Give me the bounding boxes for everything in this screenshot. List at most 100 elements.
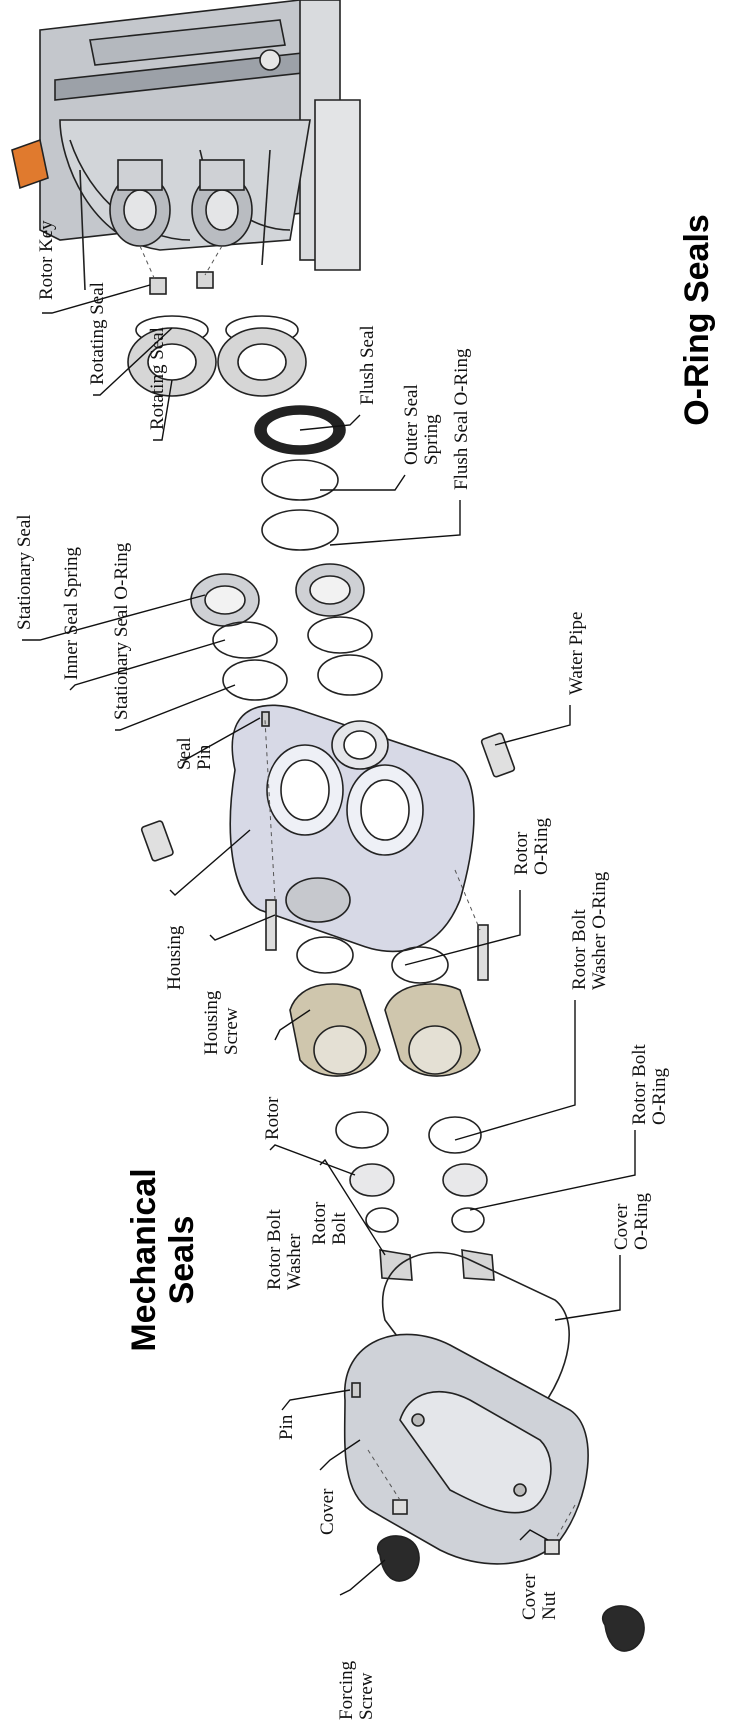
label-rotor-oring: Rotor O-Ring <box>511 818 552 876</box>
housing-screw-right <box>477 924 489 981</box>
leader-lines <box>22 284 636 1596</box>
stud-left <box>79 169 86 291</box>
inner-seal-spring-left <box>212 621 278 659</box>
label-cover-oring: Cover O-Ring <box>611 1193 652 1251</box>
label-rotor: Rotor <box>262 1096 283 1140</box>
label-rotor-bolt-line-2: Bolt <box>329 1212 350 1245</box>
stationary-seal-oring-right <box>317 654 383 696</box>
label-seal-pin-line-1: Seal <box>174 737 195 770</box>
cover-nut-left <box>392 1499 408 1515</box>
label-flush-seal: Flush Seal <box>357 325 378 405</box>
label-stationary-seal-oring-line-1: Stationary Seal O-Ring <box>111 542 132 720</box>
label-rotor-line-1: Rotor <box>262 1096 283 1140</box>
housing-dowel <box>140 820 174 862</box>
label-rotating-seal-1: Rotating Seal <box>87 282 108 385</box>
label-cover-line-1: Cover <box>317 1488 338 1535</box>
label-cover-oring-line-2: O-Ring <box>631 1193 652 1251</box>
rotor-left <box>289 983 381 1077</box>
rotor-bolt-oring-left <box>365 1207 399 1233</box>
label-inner-seal-spring-line-1: Inner Seal Spring <box>61 547 82 680</box>
label-seal-pin: Seal Pin <box>174 737 215 770</box>
label-rotor-bolt-washer: Rotor Bolt Washer <box>264 1209 305 1290</box>
label-flush-seal-line-1: Flush Seal <box>357 325 378 405</box>
label-rotor-bolt: Rotor Bolt <box>309 1201 350 1245</box>
rotor-bolt-washer-oring-left <box>335 1111 389 1149</box>
label-pin: Pin <box>276 1414 297 1440</box>
label-rotor-bolt-line-1: Rotor <box>309 1201 330 1245</box>
water-pipe-part <box>480 732 516 778</box>
label-stationary-seal-oring: Stationary Seal O-Ring <box>111 542 132 720</box>
label-rotor-bolt-washer-oring: Rotor Bolt Washer O-Ring <box>569 871 610 990</box>
outer-seal-spring <box>261 459 339 501</box>
housing-screw-part <box>265 899 277 951</box>
pin-part <box>351 1382 361 1398</box>
label-rotor-key: Rotor Key <box>36 220 57 300</box>
rotor-right <box>384 983 481 1077</box>
label-forcing-screw: Forcing Screw <box>336 1660 377 1720</box>
heading-oring-line-1: O-Ring Seals <box>678 214 716 426</box>
label-housing-screw: Housing Screw <box>201 990 242 1055</box>
rotor-bolt-washer-left <box>349 1163 395 1197</box>
label-flush-seal-oring: Flush Seal O-Ring <box>451 348 472 490</box>
rotor-key-left <box>149 277 167 295</box>
heading-oring-seals: O-Ring Seals <box>678 214 716 426</box>
rotor-bolt-washer-oring-right <box>428 1116 482 1154</box>
heading-mechanical-line-1: Mechanical <box>125 1168 163 1351</box>
label-rotor-bolt-oring-line-1: Rotor Bolt <box>629 1044 650 1125</box>
label-rotor-oring-line-1: Rotor <box>511 831 532 875</box>
rotor-bolt-right <box>461 1249 495 1281</box>
label-housing-screw-line-2: Screw <box>221 1007 242 1055</box>
label-outer-seal-spring: Outer Seal Spring <box>401 384 442 465</box>
label-rotor-bolt-washer-oring-line-1: Rotor Bolt <box>569 909 590 990</box>
inner-seal-spring-right <box>307 616 373 654</box>
label-cover-nut: Cover Nut <box>519 1573 560 1620</box>
label-seal-pin-line-2: Pin <box>194 744 215 770</box>
label-cover-oring-line-1: Cover <box>611 1203 632 1250</box>
label-rotor-bolt-oring: Rotor Bolt O-Ring <box>629 1044 670 1125</box>
label-rotor-bolt-washer-line-2: Washer <box>284 1233 305 1290</box>
forcing-screw-left <box>377 1535 420 1582</box>
label-flush-seal-oring-line-1: Flush Seal O-Ring <box>451 348 472 490</box>
shaft-right <box>191 159 253 247</box>
label-pin-line-1: Pin <box>276 1414 297 1440</box>
rotor-key-right <box>196 271 214 289</box>
label-stationary-seal: Stationary Seal <box>14 514 35 630</box>
orange-cap <box>11 138 49 190</box>
label-housing: Housing <box>164 925 185 990</box>
cover-nut-right <box>544 1539 560 1555</box>
label-rotor-bolt-washer-oring-line-2: Washer O-Ring <box>589 871 610 990</box>
label-forcing-screw-line-1: Forcing <box>336 1660 357 1720</box>
label-water-pipe: Water Pipe <box>566 612 587 695</box>
heading-mechanical-seals: Mechanical Seals <box>125 1168 201 1351</box>
heading-mechanical-line-2: Seals <box>163 1216 201 1305</box>
rotor-bolt-left <box>379 1249 413 1281</box>
label-rotating-seal-2-line-1: Rotating Seal <box>147 327 168 430</box>
stud-right <box>261 149 271 266</box>
label-inner-seal-spring: Inner Seal Spring <box>61 547 82 680</box>
label-water-pipe-line-1: Water Pipe <box>566 612 587 695</box>
label-rotating-seal-2: Rotating Seal <box>147 327 168 430</box>
flush-seal-oring <box>261 509 339 551</box>
label-cover-nut-line-1: Cover <box>519 1573 540 1620</box>
label-housing-screw-line-1: Housing <box>201 990 222 1055</box>
rotor-oring-right <box>391 946 449 984</box>
label-cover: Cover <box>317 1488 338 1535</box>
housing-body <box>229 704 475 953</box>
cover-part <box>343 1333 589 1565</box>
label-outer-seal-spring-line-1: Outer Seal <box>401 384 422 465</box>
stationary-seal-oring-left <box>222 659 288 701</box>
forcing-screw-right <box>602 1605 645 1652</box>
label-cover-nut-line-2: Nut <box>539 1591 560 1620</box>
label-housing-line-1: Housing <box>164 925 185 990</box>
rotor-oring-left <box>296 936 354 974</box>
label-rotor-key-line-1: Rotor Key <box>36 220 57 300</box>
seal-pin-part <box>261 711 270 727</box>
shaft-left <box>109 159 171 247</box>
label-rotor-bolt-oring-line-2: O-Ring <box>649 1068 670 1126</box>
label-rotating-seal-1-line-1: Rotating Seal <box>87 282 108 385</box>
rotor-bolt-oring-right <box>451 1207 485 1233</box>
label-stationary-seal-line-1: Stationary Seal <box>14 514 35 630</box>
label-rotor-bolt-washer-line-1: Rotor Bolt <box>264 1209 285 1290</box>
